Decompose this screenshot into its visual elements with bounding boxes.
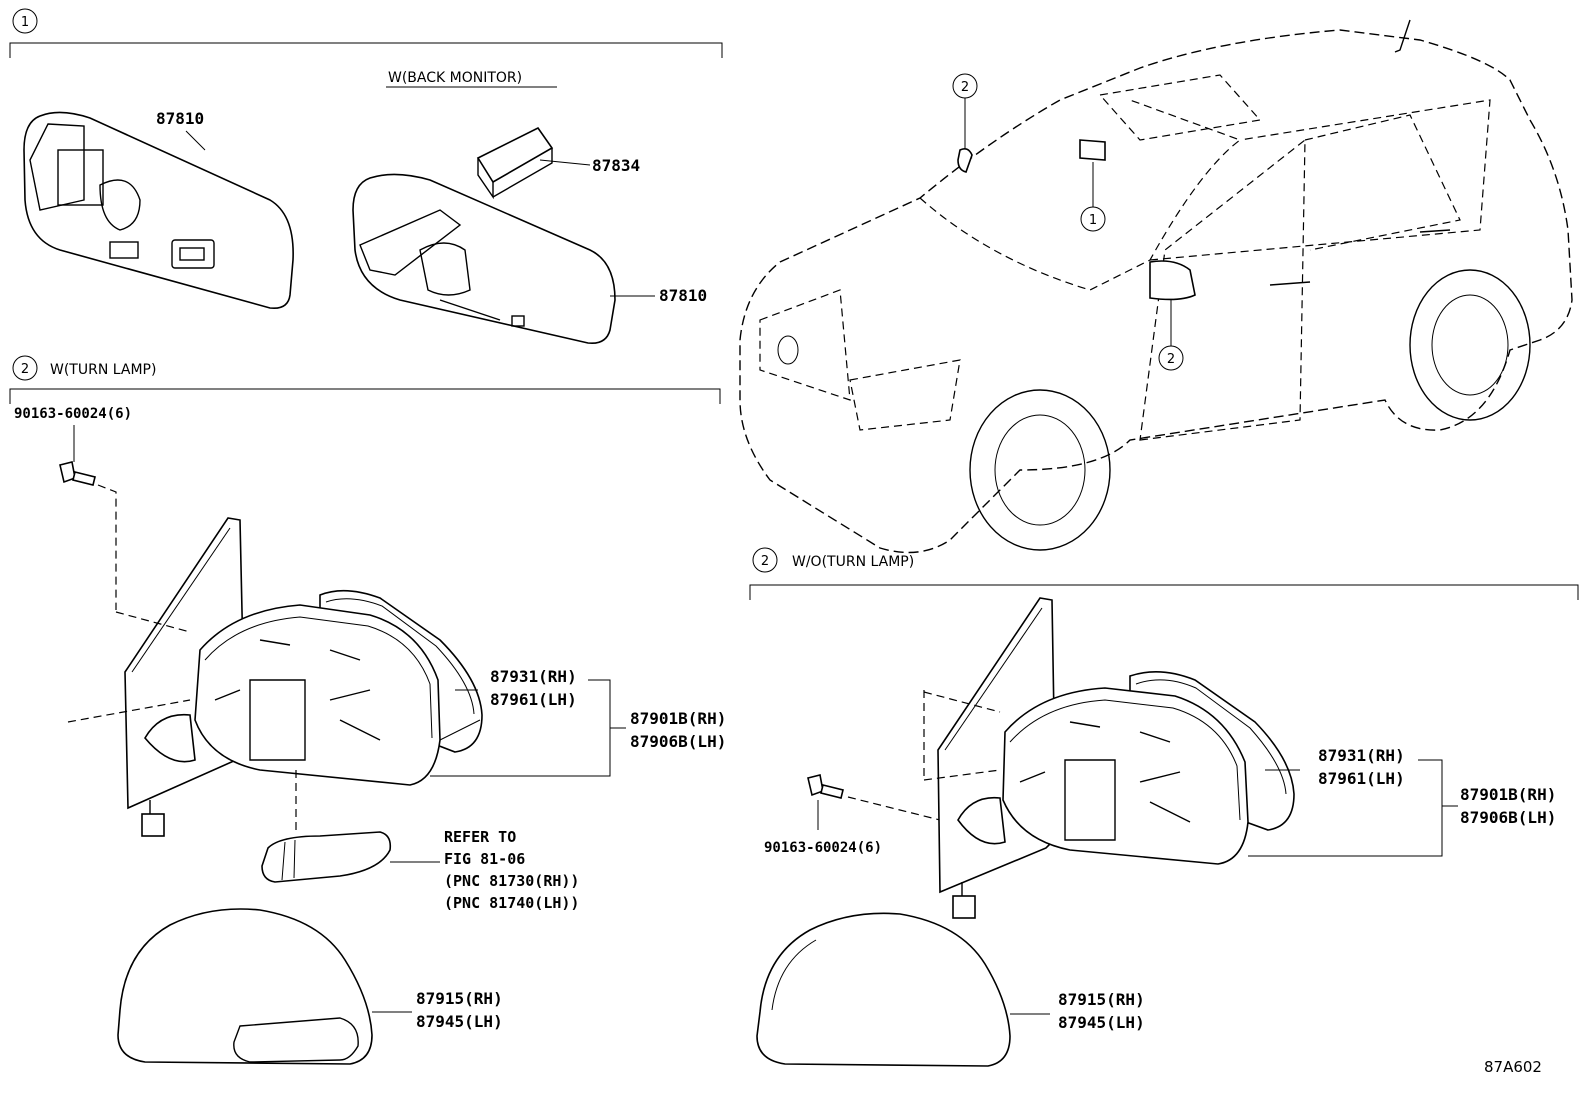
section-2-turn-marker: 2 [21, 362, 29, 377]
assy-noturn-rh: 87901B(RH) [1460, 785, 1556, 804]
cover-turn-rh: 87915(RH) [416, 989, 503, 1008]
cover-turn-lh: 87945(LH) [416, 1012, 503, 1031]
part-87834-cover [476, 126, 554, 200]
screw-noturn-drawing [807, 774, 844, 799]
assy-turn-rh: 87901B(RH) [630, 709, 726, 728]
assy-noturn-lh: 87906B(LH) [1460, 808, 1556, 827]
screw-turn-drawing [59, 461, 96, 486]
turn-lamp [261, 831, 392, 883]
glass-noturn-rh: 87931(RH) [1318, 746, 1405, 765]
glass-noturn-lh: 87961(LH) [1318, 769, 1405, 788]
glass-turn-lh: 87961(LH) [490, 690, 577, 709]
section-2-noturn-variant: W/O(TURN LAMP) [792, 554, 914, 570]
glass-turn-rh: 87931(RH) [490, 667, 577, 686]
figure-code: 87A602 [1484, 1058, 1542, 1076]
mirror-housing-noturn [957, 671, 1295, 865]
part-87810-plain: 87810 [156, 109, 204, 128]
section-2-turn-variant: W(TURN LAMP) [50, 362, 156, 378]
screw-noturn: 90163-60024(6) [764, 840, 882, 856]
section-1-bracket [9, 42, 723, 58]
section-1-marker-circle [12, 8, 38, 34]
section-2-turn-marker-circle [12, 355, 38, 381]
section-2-noturn-bracket [749, 584, 1579, 600]
vehicle-illustration [739, 19, 1573, 554]
part-87834: 87834 [592, 156, 640, 175]
vehicle-marker-inner: 1 [1089, 213, 1097, 228]
inner-mirror-monitor [352, 173, 616, 345]
screw-turn: 90163-60024(6) [14, 406, 132, 422]
mirror-housing-turn [144, 589, 483, 786]
assy-turn-lh: 87906B(LH) [630, 732, 726, 751]
mirror-cover-turn [117, 908, 373, 1065]
section-2-turn-bracket [9, 388, 721, 404]
section-1-variant: W(BACK MONITOR) [388, 70, 522, 86]
section-2-turn-lamp: 2 W(TURN LAMP) 90163-60024(6) [9, 355, 726, 1065]
vehicle-marker-top: 2 [961, 80, 969, 95]
cover-noturn-rh: 87915(RH) [1058, 990, 1145, 1009]
section-2-noturn-marker-circle [752, 547, 778, 573]
inner-mirror-plain [23, 111, 294, 310]
refer-line-4: (PNC 81740(LH)) [444, 894, 579, 912]
refer-line-1: REFER TO [444, 828, 516, 846]
section-1: 1 W(BACK MONITOR) 87810 87810 [9, 8, 723, 345]
section-2-no-turn-lamp: 2 W/O(TURN LAMP) 90163-60024(6) [749, 547, 1579, 1067]
mirror-cover-noturn [756, 912, 1011, 1067]
refer-line-2: FIG 81-06 [444, 850, 525, 868]
part-87810-monitor: 87810 [659, 286, 707, 305]
vehicle-marker-side: 2 [1167, 352, 1175, 367]
section-1-marker: 1 [21, 15, 29, 30]
section-2-noturn-marker: 2 [761, 554, 769, 569]
cover-noturn-lh: 87945(LH) [1058, 1013, 1145, 1032]
refer-line-3: (PNC 81730(RH)) [444, 872, 579, 890]
